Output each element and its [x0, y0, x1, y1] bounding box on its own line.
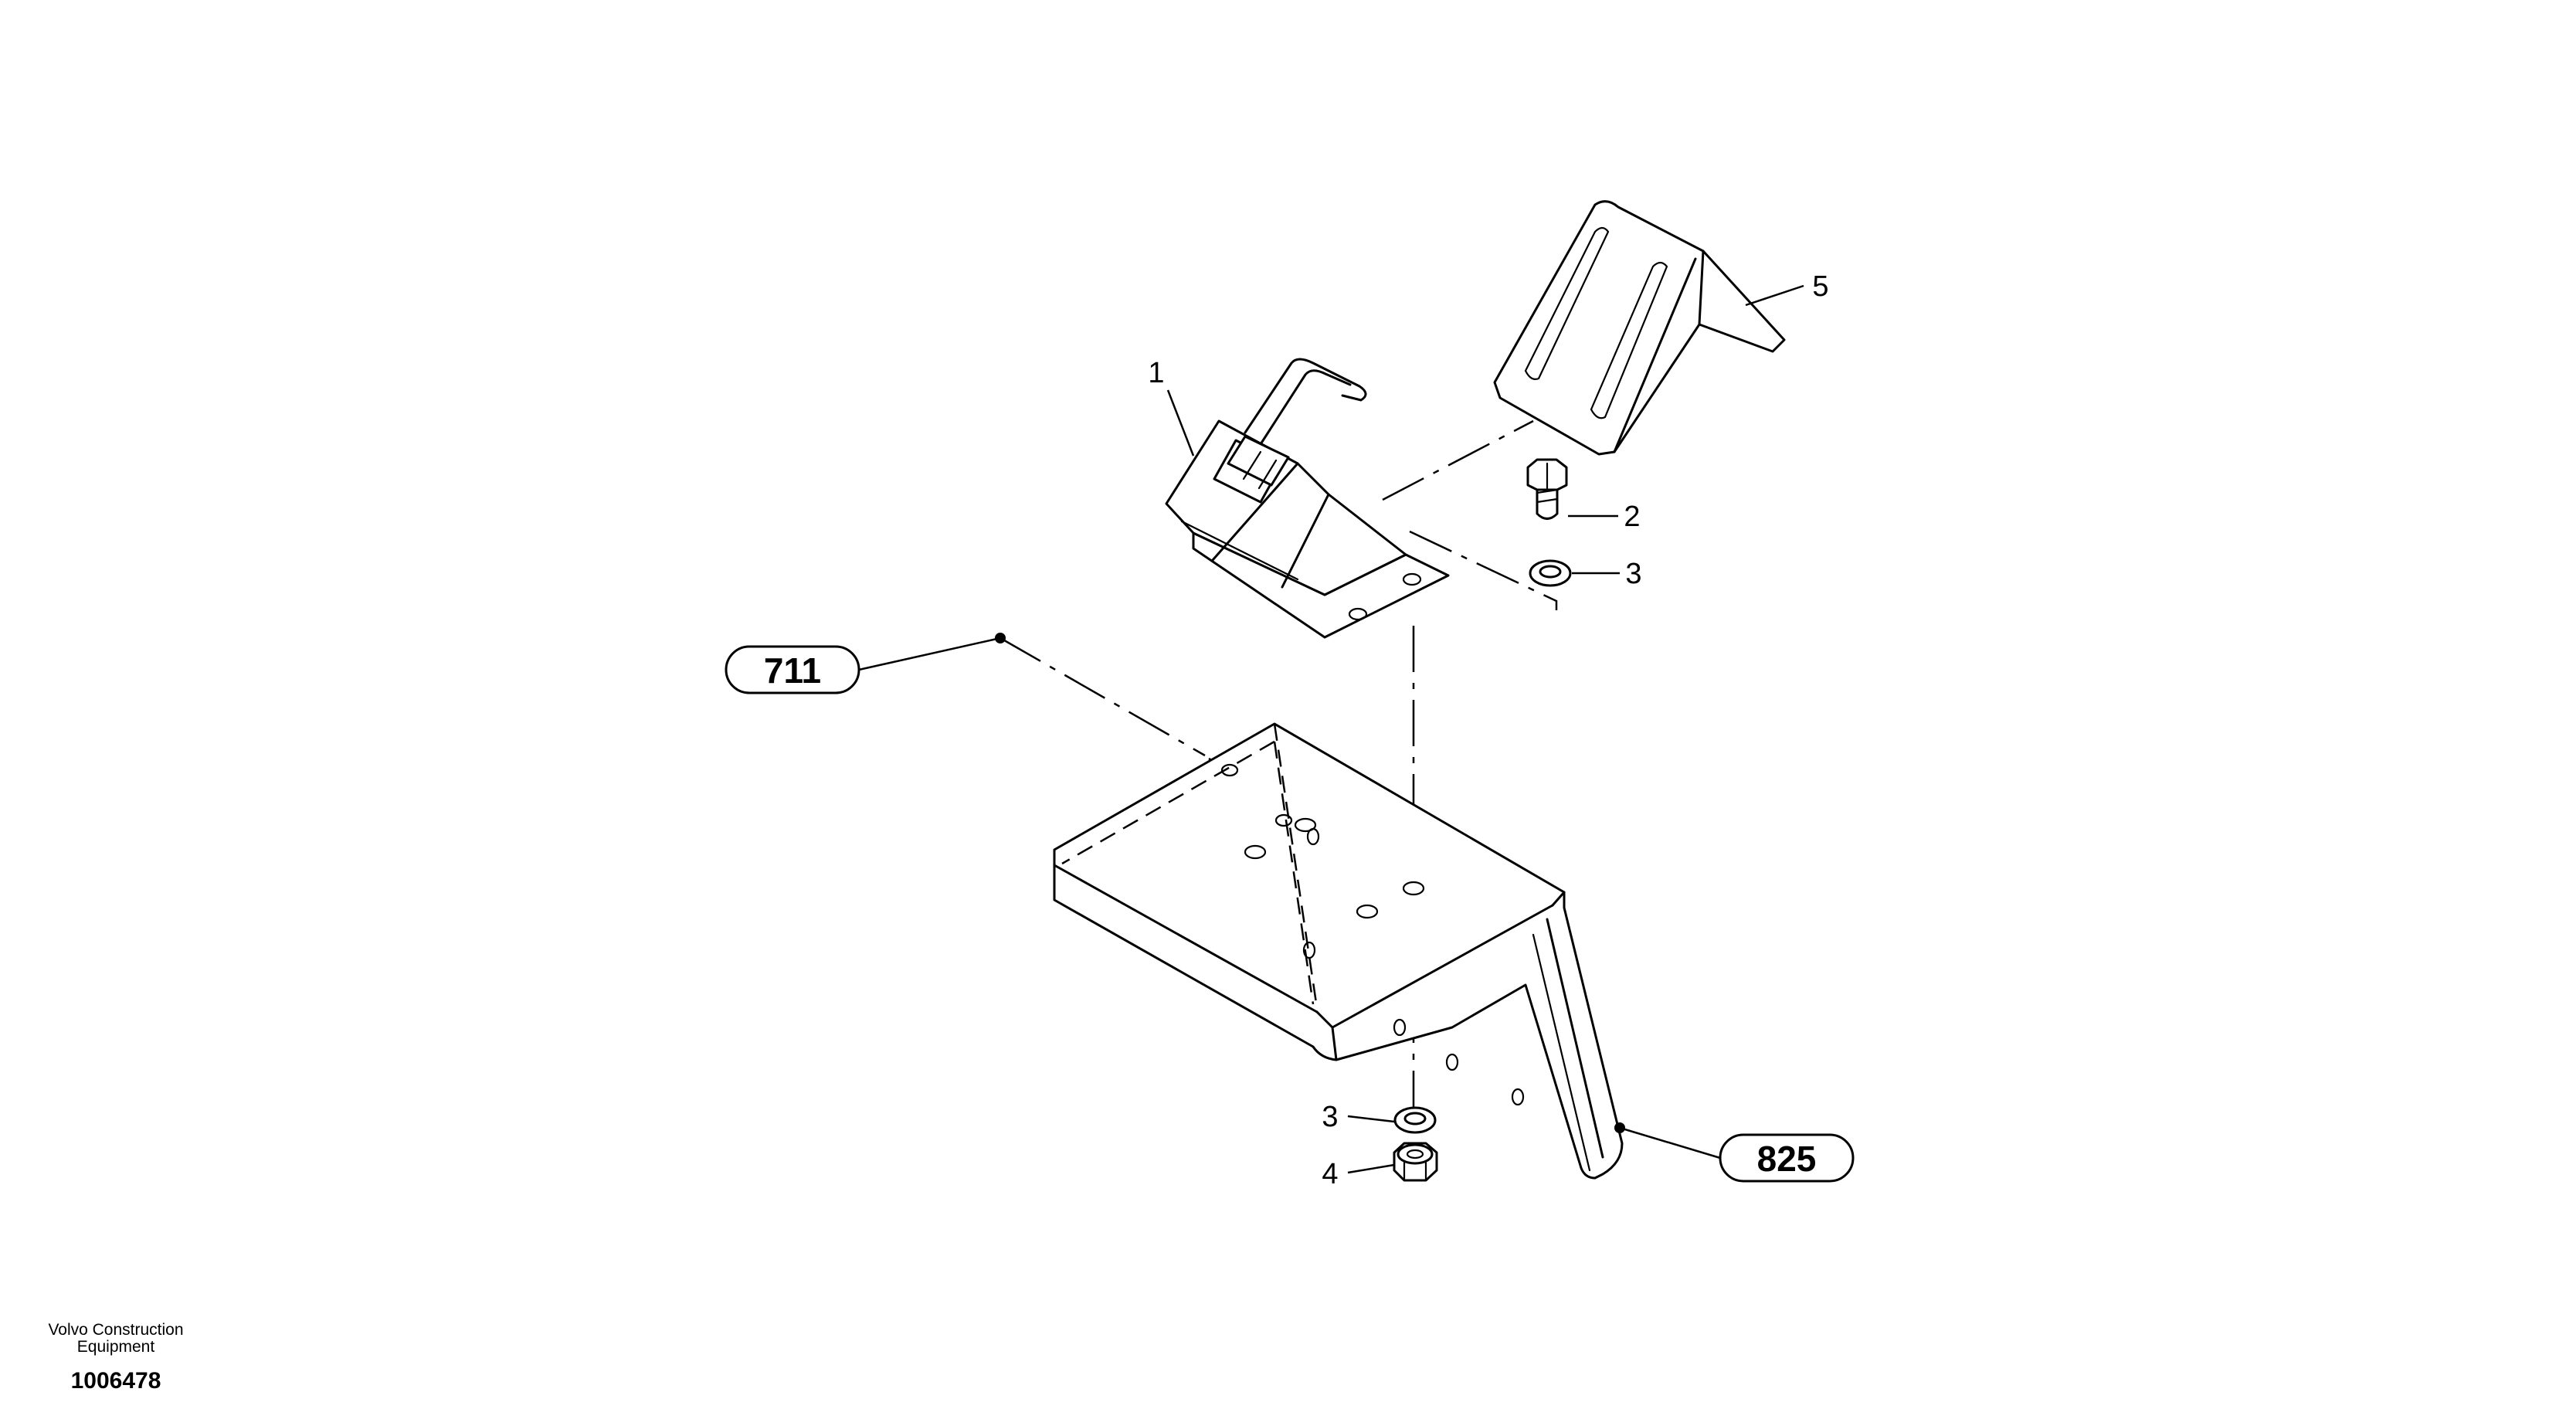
bolt	[1526, 458, 1618, 520]
washer-top	[1529, 559, 1620, 587]
reference-825: 825	[1614, 1122, 1855, 1183]
item-label-3-top: 3	[1625, 558, 1641, 590]
item-labels: 1 2 3 5 3 4	[1148, 270, 1828, 1190]
bracket-platform	[1053, 722, 1624, 1180]
reference-label-825: 825	[1757, 1139, 1817, 1179]
item-label-5: 5	[1812, 270, 1828, 303]
footer: Volvo Construction Equipment 1006478	[48, 1321, 183, 1394]
reference-711: 711	[725, 633, 1006, 694]
company-name-line1: Volvo Construction	[48, 1321, 183, 1339]
item-label-3-bottom: 3	[1322, 1101, 1338, 1133]
item-label-2: 2	[1624, 501, 1640, 533]
company-name-line2: Equipment	[77, 1338, 155, 1356]
chock-holder	[1165, 358, 1450, 639]
wheel-chock	[1493, 200, 1804, 456]
item-label-4: 4	[1322, 1158, 1338, 1190]
nut	[1347, 1142, 1438, 1182]
drawing-number: 1006478	[71, 1368, 161, 1394]
item-label-1: 1	[1148, 357, 1164, 389]
reference-label-711: 711	[764, 650, 821, 691]
washer-bottom	[1347, 1106, 1437, 1134]
